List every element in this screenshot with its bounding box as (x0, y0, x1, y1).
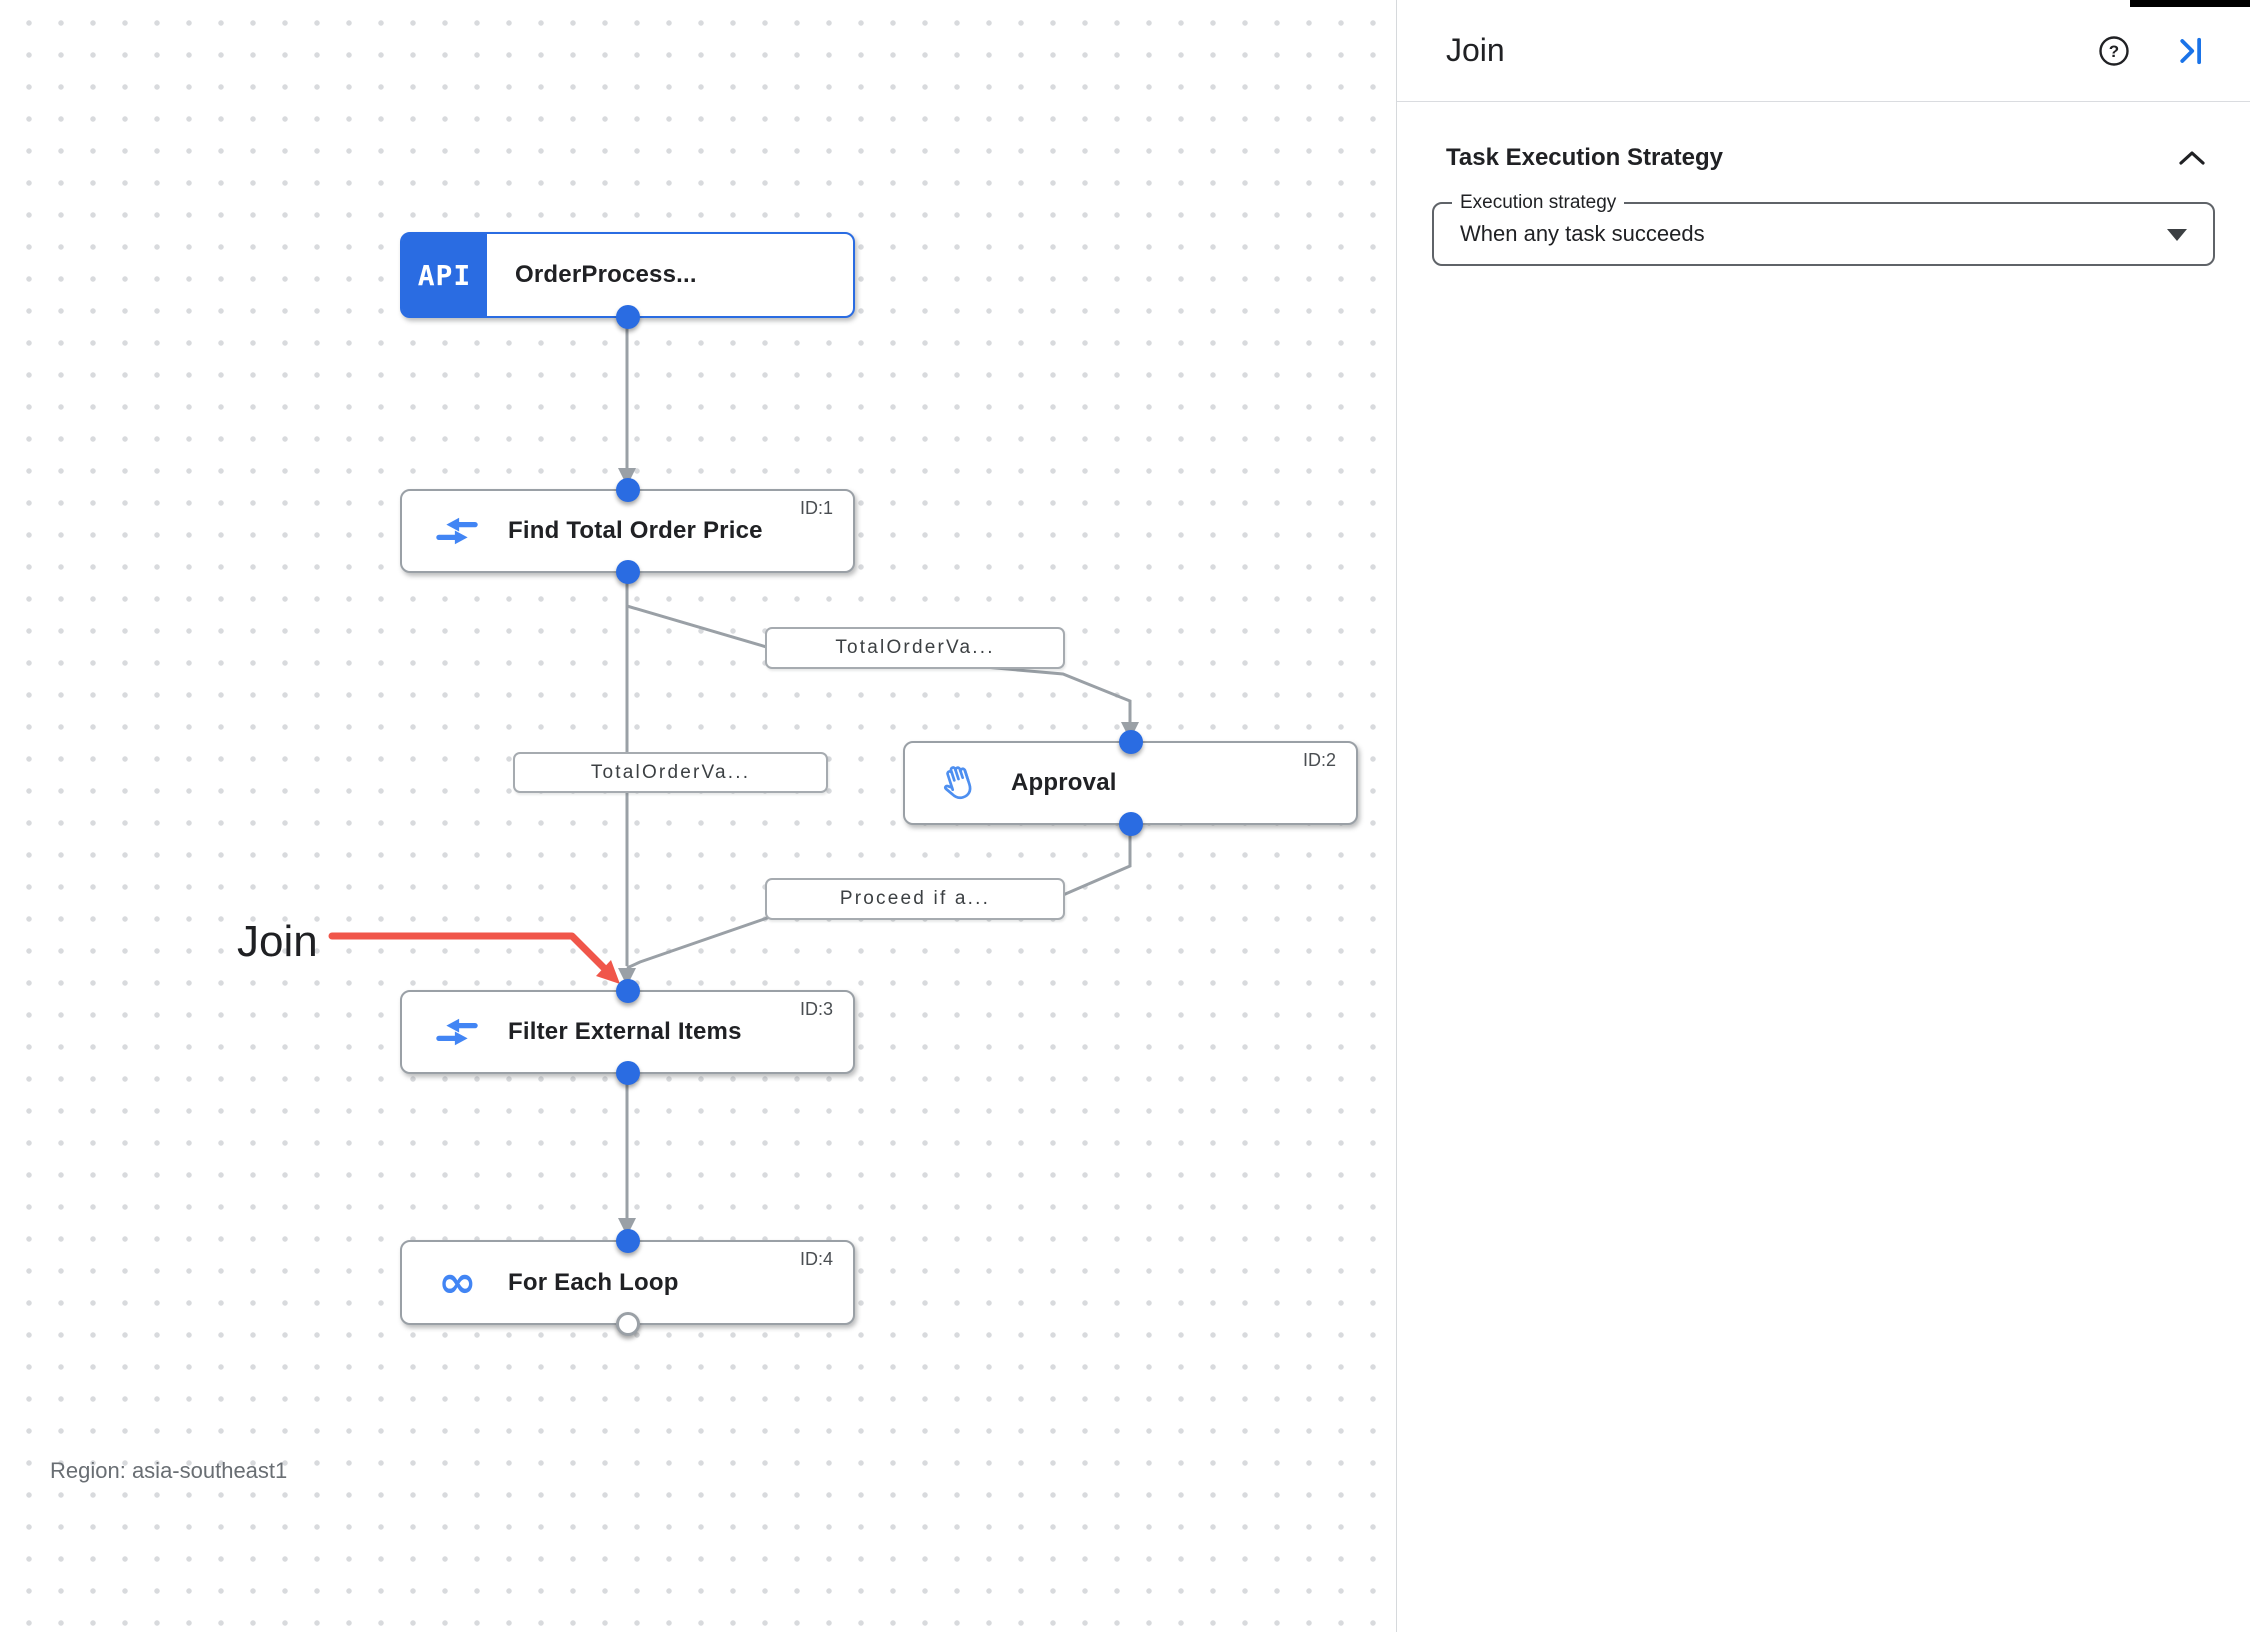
section-title: Task Execution Strategy (1446, 144, 1723, 171)
node-id-badge: ID:3 (799, 999, 833, 1019)
connector-dot-top[interactable] (615, 478, 640, 502)
execution-strategy-select[interactable]: Execution strategy When any task succeed… (1432, 192, 2215, 266)
collapse-panel-icon[interactable] (2176, 36, 2206, 66)
edge-layer (328, 318, 1139, 1236)
help-glyph: ? (2109, 42, 2119, 61)
connector-dot-top[interactable] (615, 979, 640, 1003)
region-label-text: Region: asia-southeast1 (50, 1458, 288, 1483)
help-icon[interactable]: ? (2098, 35, 2130, 67)
edge-label-text: TotalOrderVa... (835, 637, 995, 658)
arrowhead (618, 1218, 636, 1236)
workflow-canvas[interactable]: TotalOrderVa... TotalOrderVa... Proceed … (0, 0, 1396, 1632)
connector-dot-bottom[interactable] (615, 560, 640, 584)
execution-strategy-label: Execution strategy (1452, 192, 1625, 214)
panel-header: Join ? (1397, 0, 2250, 102)
join-annotation-arrow (328, 932, 620, 984)
connector-dot-bottom[interactable] (615, 1061, 640, 1085)
node-filter-external-items[interactable]: ID:3 Filter External Items (400, 979, 855, 1085)
dropdown-caret-icon (2167, 229, 2187, 241)
connector-dot-bottom[interactable] (615, 305, 640, 329)
approval-hand-icon (935, 760, 985, 806)
node-title: OrderProcess... (515, 261, 697, 288)
node-approval[interactable]: ID:2 Approval (903, 730, 1358, 836)
node-title: Find Total Order Price (508, 517, 763, 544)
arrowhead (618, 468, 636, 486)
edge-label-total-order-value-right[interactable]: TotalOrderVa... (765, 627, 1065, 669)
execution-strategy-value: When any task succeeds (1460, 221, 1705, 246)
join-annotation-label: Join (237, 917, 318, 967)
connector-dot-top[interactable] (615, 1229, 640, 1253)
node-title: Approval (1011, 769, 1117, 796)
node-id-badge: ID:2 (1302, 750, 1336, 770)
api-trigger-icon: API (402, 234, 487, 316)
task-config-panel: Join ? Task Execution Strategy (1396, 0, 2250, 1632)
node-id-badge: ID:4 (799, 1249, 833, 1269)
api-badge-text: API (417, 258, 472, 292)
connector-dot-bottom-open[interactable] (615, 1312, 640, 1336)
node-find-total-order-price[interactable]: ID:1 Find Total Order Price (400, 478, 855, 584)
node-for-each-loop[interactable]: ID:4 ∞ For Each Loop (400, 1229, 855, 1336)
edge-task1-to-approval[interactable] (626, 604, 1132, 724)
screen-corner-bar (2130, 0, 2250, 7)
join-annotation-text: Join (237, 917, 318, 966)
connector-dot-bottom[interactable] (1118, 812, 1143, 836)
edge-label-text: Proceed if a... (839, 888, 991, 909)
panel-title: Join (1446, 32, 1505, 68)
node-id-badge: ID:1 (799, 498, 833, 518)
task-execution-strategy-section: Task Execution Strategy (1397, 144, 2250, 172)
region-label: Region: asia-southeast1 (50, 1458, 287, 1484)
data-mapping-icon (432, 514, 482, 548)
node-title: Filter External Items (508, 1018, 742, 1045)
data-mapping-icon (432, 1015, 482, 1049)
infinity-glyph: ∞ (437, 1256, 477, 1308)
edge-label-text: TotalOrderVa... (590, 761, 751, 783)
edge-label-proceed-if[interactable]: Proceed if a... (765, 878, 1065, 920)
node-order-process-trigger[interactable]: API OrderProcess... (400, 232, 855, 329)
arrowhead (618, 968, 636, 986)
edge-label-total-order-value-left[interactable]: TotalOrderVa... (513, 752, 828, 793)
connector-dot-top[interactable] (1118, 730, 1143, 754)
node-title: For Each Loop (508, 1268, 679, 1296)
chevron-up-icon[interactable] (2178, 149, 2206, 167)
loop-infinity-icon: ∞ (432, 1256, 482, 1308)
